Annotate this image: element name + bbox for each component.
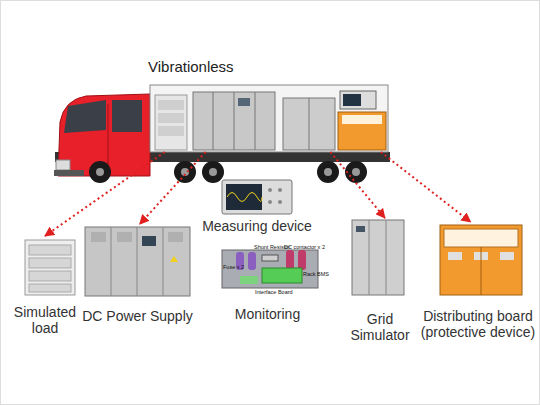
cabinet-door: [111, 227, 112, 296]
bumper: [54, 170, 84, 176]
load-unit: [25, 240, 75, 295]
cabinet-door: [309, 98, 310, 150]
cab-side-window: [112, 100, 142, 132]
hub: [96, 168, 104, 176]
board-panel: [342, 115, 382, 124]
equipment-caption: Distributing board (protective device): [416, 308, 540, 340]
vent: [117, 232, 132, 242]
equipment-caption: Monitoring: [205, 306, 330, 322]
equipment-caption: Simulated load: [10, 304, 80, 336]
load-panel: [29, 284, 71, 292]
knob: [278, 188, 282, 192]
cabinet-door: [163, 227, 164, 296]
cabinet-door: [369, 220, 370, 295]
cabinet-door: [386, 220, 387, 295]
fuse: [248, 252, 256, 270]
control-screen: [142, 236, 156, 246]
load-rack: [155, 95, 187, 150]
truck-scope: [340, 91, 376, 109]
wheel: [89, 161, 111, 183]
part-label: Interface Board: [255, 289, 293, 295]
dotted-arrow: [45, 152, 165, 236]
equipment-caption: Measuring device: [197, 218, 317, 234]
equipment-caption: Grid Simulator: [345, 311, 415, 343]
warning-sign: [170, 256, 178, 262]
wheel: [317, 161, 339, 183]
headlight: [56, 160, 70, 170]
distribution-unit: [440, 225, 522, 295]
cabinet-door: [481, 247, 482, 295]
cabinet-door: [213, 92, 214, 150]
cabinet-screen: [238, 98, 250, 106]
equipment-node: Simulated load: [10, 236, 80, 336]
wheel: [202, 161, 224, 183]
grid-unit: [352, 220, 404, 295]
scope-screen: [226, 184, 262, 210]
cabinet-door: [137, 227, 138, 296]
board-panel: [444, 229, 518, 247]
equipment-node: DC Power Supply: [80, 224, 195, 324]
dotted-arrow: [330, 152, 385, 218]
cab-window: [64, 100, 106, 133]
cabinet-door: [234, 92, 235, 150]
equipment-node: Grid Simulator: [345, 218, 415, 343]
wheel: [174, 161, 196, 183]
knob: [268, 200, 272, 204]
wheel: [345, 161, 367, 183]
truck-container: [150, 85, 388, 152]
scope-wave: [227, 193, 262, 202]
rack-slot: [158, 126, 184, 136]
interface-board: [240, 276, 258, 284]
hub: [324, 168, 332, 176]
part-label: Rack BMS: [303, 271, 329, 277]
rack-slot: [158, 113, 184, 123]
load-panel: [29, 271, 71, 281]
oscilloscope: [222, 180, 292, 214]
scope-screen: [343, 94, 361, 106]
contactor: [286, 250, 294, 270]
vent: [168, 232, 183, 242]
equipment-node: Measuring device: [197, 178, 317, 234]
vent: [91, 232, 106, 242]
cab-door-line: [108, 104, 109, 170]
contactor: [298, 250, 306, 270]
hub: [181, 168, 189, 176]
hub: [352, 168, 360, 176]
dotted-arrow: [140, 152, 206, 224]
control-screen: [356, 226, 365, 232]
dotted-arrow: [381, 152, 471, 222]
rack-slot: [158, 100, 184, 110]
grid-cabinet: [283, 98, 335, 150]
dc-supply: [85, 227, 190, 296]
part-label: DC contactor x 2: [284, 244, 325, 250]
knob: [278, 200, 282, 204]
dc-cabinet: [193, 92, 275, 150]
equipment-caption: DC Power Supply: [80, 308, 195, 324]
breaker: [500, 252, 514, 260]
cabinet-door: [255, 92, 256, 150]
knob: [268, 188, 272, 192]
load-panel: [29, 258, 71, 268]
truck-board: [338, 112, 386, 150]
equipment-node: Distributing board (protective device): [416, 222, 540, 340]
load-panel: [29, 245, 71, 255]
truck-title: Vibrationless: [148, 58, 388, 75]
rack-bms: [262, 268, 302, 283]
breaker: [448, 252, 462, 260]
hub: [209, 168, 217, 176]
part-label: Fuse x 2: [223, 264, 244, 270]
monitor-base: [222, 250, 318, 288]
shunt-resistor: [262, 255, 278, 261]
truck-node: Vibrationless: [148, 58, 388, 152]
